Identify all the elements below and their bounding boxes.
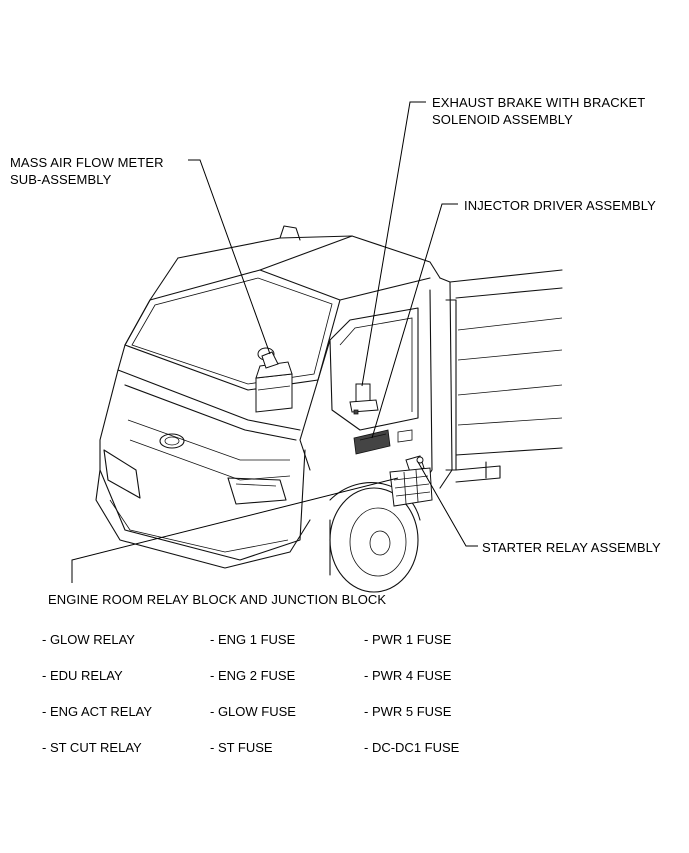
list-item: - EDU RELAY — [42, 668, 123, 683]
list-item: - ST CUT RELAY — [42, 740, 142, 755]
component-list-eng-fuses: - ENG 1 FUSE - ENG 2 FUSE - GLOW FUSE - … — [210, 630, 296, 774]
mass-air-flow-meter-part — [255, 347, 293, 413]
injector-driver-part — [353, 429, 391, 455]
mass-air-flow-label-line2: SUB-ASSEMBLY — [10, 172, 112, 187]
exhaust-brake-solenoid-part — [349, 383, 379, 415]
mass-air-flow-label: MASS AIR FLOW METER SUB-ASSEMBLY — [10, 154, 164, 188]
list-item: - ENG 2 FUSE — [210, 668, 296, 683]
leader-injector-driver — [371, 203, 458, 439]
list-item: - ENG 1 FUSE — [210, 632, 296, 647]
injector-driver-label: INJECTOR DRIVER ASSEMBLY — [464, 198, 656, 213]
truck-bed — [439, 269, 563, 489]
list-item: - ST FUSE — [210, 740, 273, 755]
leader-starter-relay — [417, 461, 478, 547]
component-list-pwr-fuses: - PWR 1 FUSE - PWR 4 FUSE - PWR 5 FUSE -… — [364, 630, 459, 774]
list-item: - PWR 1 FUSE — [364, 632, 452, 647]
list-item: - ENG ACT RELAY — [42, 704, 153, 719]
list-item: - GLOW RELAY — [42, 632, 135, 647]
starter-relay-label: STARTER RELAY ASSEMBLY — [482, 540, 661, 555]
exhaust-brake-label: EXHAUST BRAKE WITH BRACKET SOLENOID ASSE… — [432, 94, 645, 128]
exhaust-brake-label-line2: SOLENOID ASSEMBLY — [432, 112, 573, 127]
mass-air-flow-label-line1: MASS AIR FLOW METER — [10, 155, 164, 170]
relay-block-part — [389, 467, 433, 507]
starter-relay-part — [405, 455, 425, 473]
list-item: - PWR 5 FUSE — [364, 704, 452, 719]
exhaust-brake-label-line1: EXHAUST BRAKE WITH BRACKET — [432, 95, 646, 110]
leader-engine-room — [71, 477, 399, 583]
leader-lines — [71, 101, 478, 583]
list-item: - GLOW FUSE — [210, 704, 296, 719]
leader-mass-air-flow — [188, 159, 271, 355]
truck-cab — [95, 225, 457, 593]
list-item: - DC-DC1 FUSE — [364, 740, 460, 755]
leader-exhaust-brake — [361, 101, 426, 387]
engine-room-label: ENGINE ROOM RELAY BLOCK AND JUNCTION BLO… — [48, 592, 387, 607]
list-item: - PWR 4 FUSE — [364, 668, 452, 683]
component-list-relays: - GLOW RELAY - EDU RELAY - ENG ACT RELAY… — [42, 630, 152, 774]
